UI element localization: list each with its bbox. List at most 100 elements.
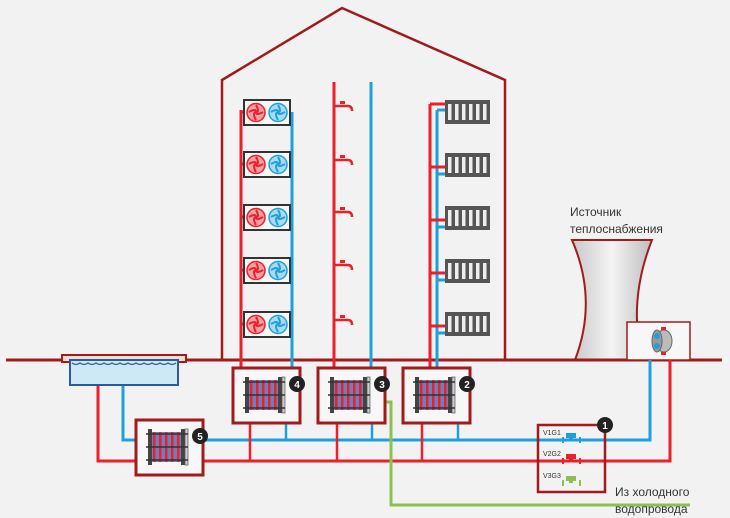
tap-handle — [340, 260, 345, 263]
valve-stem — [569, 480, 573, 483]
pump-mark — [661, 327, 666, 330]
unit-number-badge — [459, 376, 475, 392]
pump-icon — [651, 327, 673, 355]
unit-number: 1 — [602, 421, 608, 432]
unit-box — [536, 423, 607, 494]
fan-blades — [270, 209, 286, 226]
tap-spout — [334, 263, 354, 271]
fan-coil-icon — [241, 257, 291, 284]
valve-head — [566, 454, 576, 459]
cold-main-pipe — [121, 360, 652, 442]
valve-stem — [569, 458, 573, 461]
fan-blades — [270, 104, 286, 121]
unit-1: 1 — [536, 417, 613, 494]
radiator-fin — [455, 104, 459, 120]
fan-blades — [248, 316, 264, 333]
water-tap-icon — [334, 101, 354, 112]
meter-label: V3G3 — [543, 473, 561, 480]
radiator-fin — [469, 157, 473, 173]
radiator-body — [445, 100, 490, 124]
unit-number-badge — [597, 417, 613, 433]
radiator-fin — [462, 104, 466, 120]
tap-spout — [334, 210, 354, 218]
fan-blades — [270, 156, 286, 173]
water-tap-icon — [334, 155, 354, 166]
radiator-fin — [455, 210, 459, 226]
tap-handle — [340, 155, 345, 158]
radiator-fin — [476, 316, 480, 332]
radiator-fin — [483, 210, 487, 226]
cold-label-line1: Из холодного — [615, 485, 690, 499]
radiator-fin — [476, 104, 480, 120]
pool-water — [71, 362, 177, 366]
meter-valve-icon: V1G1 — [543, 430, 581, 443]
radiator-fin — [455, 316, 459, 332]
radiator-fin — [469, 104, 473, 120]
fan-coil-icon — [241, 204, 291, 231]
valve-stem — [569, 437, 573, 440]
radiator-body — [445, 206, 490, 230]
tap-spout — [334, 158, 354, 166]
unit-2: 2 — [401, 366, 475, 425]
radiator-body — [445, 312, 490, 336]
radiator-fin — [476, 263, 480, 279]
fan-blades — [270, 262, 286, 279]
radiator-fin — [448, 157, 452, 173]
pump-port — [654, 343, 660, 349]
radiator-icon — [430, 206, 490, 230]
valve-head — [566, 433, 576, 438]
radiator-fin — [455, 157, 459, 173]
house-outline — [220, 6, 507, 360]
tap-spout — [334, 104, 354, 112]
unit-number: 3 — [379, 380, 385, 391]
unit-3: 3 — [316, 366, 390, 425]
water-tap-icon — [334, 315, 354, 326]
radiator-fin — [476, 157, 480, 173]
tap-handle — [340, 207, 345, 210]
fan-coil-icon — [241, 99, 291, 126]
radiator-fin — [483, 263, 487, 279]
pool-icon — [61, 354, 187, 386]
meter-valve-icon: V3G3 — [543, 473, 581, 486]
unit-number-badge — [374, 376, 390, 392]
fan-blades — [248, 209, 264, 226]
radiator-fin — [462, 157, 466, 173]
water-tap-icon — [334, 260, 354, 271]
tap-spout — [334, 318, 354, 326]
unit-number: 2 — [464, 380, 470, 391]
unit-5: 5 — [134, 418, 208, 477]
tap-handle — [340, 101, 345, 104]
radiator-fin — [476, 210, 480, 226]
radiator-fin — [448, 316, 452, 332]
radiator-fin — [469, 263, 473, 279]
radiator-fin — [448, 263, 452, 279]
meter-label: V2G2 — [543, 451, 561, 458]
tap-handle — [340, 315, 345, 318]
water-tap-icon — [334, 207, 354, 218]
radiator-body — [445, 153, 490, 177]
radiator-icon — [430, 259, 490, 283]
fan-blades — [248, 262, 264, 279]
radiator-fin — [462, 210, 466, 226]
valve-head — [566, 476, 576, 481]
source-label-line2: теплоснабжения — [570, 222, 663, 236]
radiator-fin — [448, 210, 452, 226]
radiator-fin — [455, 263, 459, 279]
unit-number: 5 — [197, 432, 203, 443]
radiator-icon — [430, 312, 490, 336]
unit-4: 4 — [231, 366, 305, 425]
radiator-body — [445, 259, 490, 283]
radiator-fin — [469, 316, 473, 332]
radiator-fin — [469, 210, 473, 226]
cold-label-line2: водопровода — [615, 502, 688, 516]
unit-number-badge — [192, 428, 208, 444]
unit-number: 4 — [294, 380, 300, 391]
radiator-icon — [430, 153, 490, 177]
meter-label: V1G1 — [543, 430, 561, 437]
radiator-fin — [462, 316, 466, 332]
cold-water-pipe — [385, 400, 690, 507]
unit-number-badge — [289, 376, 305, 392]
